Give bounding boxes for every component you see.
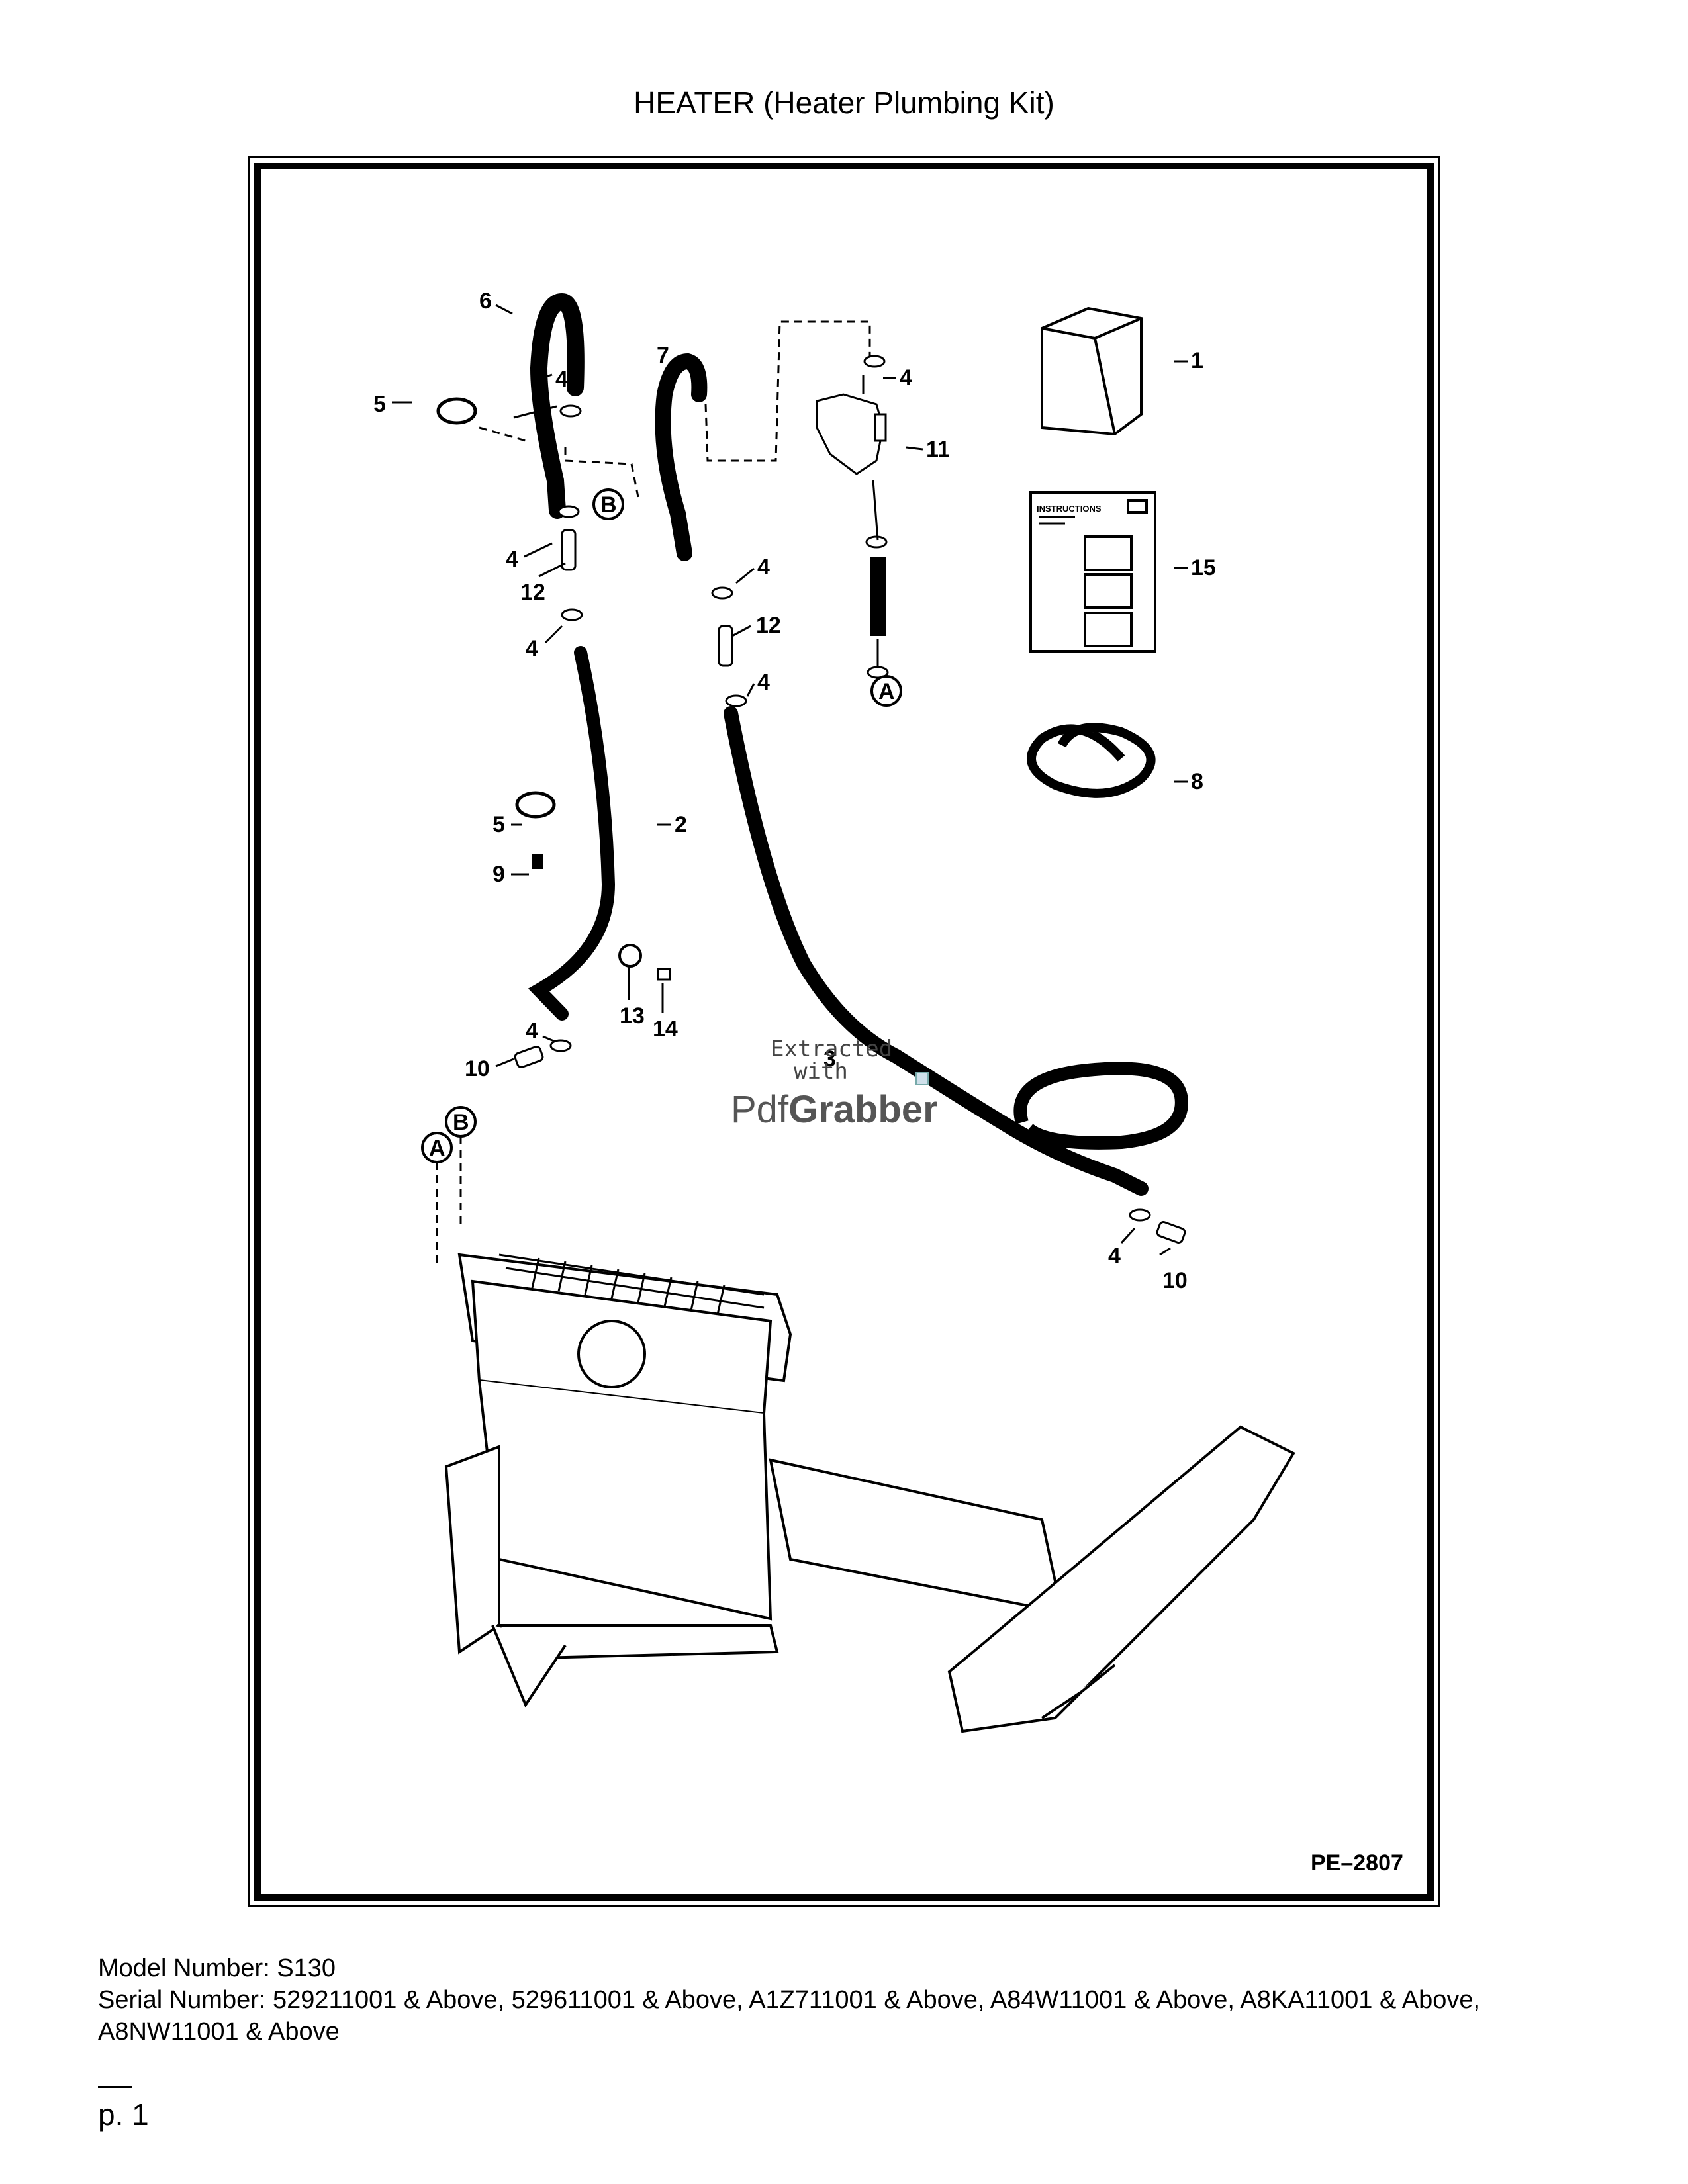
callout-5: 5 (373, 392, 386, 417)
connection-label-b: B (600, 492, 617, 518)
callout-14: 14 (653, 1017, 678, 1042)
connection-label-b: B (453, 1110, 469, 1135)
callout-12: 12 (756, 613, 781, 638)
watermark-line1: Extracted (771, 1036, 892, 1062)
heater-assembly (444, 1253, 1295, 1733)
callout-8: 8 (1191, 769, 1203, 794)
hose-2 (528, 646, 616, 1021)
watermark-icon (915, 1072, 929, 1085)
callout-4: 4 (1108, 1244, 1121, 1269)
hose-3-loop (1013, 1062, 1188, 1150)
part-13 (618, 944, 642, 968)
figure-id: PE–2807 (1311, 1850, 1403, 1876)
fitting-10 (514, 1046, 1186, 1244)
heater-grille (498, 1253, 765, 1315)
connection-marker-a (421, 675, 902, 1163)
part-14 (657, 968, 671, 981)
dashed-leader (564, 447, 639, 498)
page-title: HEATER (Heater Plumbing Kit) (633, 85, 1055, 120)
callout-2: 2 (675, 812, 687, 837)
clamp-5 (436, 397, 556, 819)
serial-number: Serial Number: 529211001 & Above, 529611… (98, 1986, 1481, 2046)
hose-leader (872, 480, 879, 541)
dashed-leader (479, 426, 526, 442)
callout-10: 10 (1162, 1268, 1188, 1293)
model-number: Model Number: S130 (98, 1954, 336, 1982)
instructions-header: INSTRUCTIONS (1037, 504, 1102, 514)
hose-segment (870, 557, 886, 636)
watermark-brand-b: Grabber (788, 1088, 938, 1131)
page-number: p. 1 (98, 2097, 149, 2132)
callout-1: 1 (1191, 348, 1203, 373)
fitting-12 (561, 529, 733, 667)
callout-10: 10 (465, 1056, 490, 1081)
watermark-brand: PdfGrabber (731, 1088, 938, 1131)
callout-4: 4 (900, 365, 912, 390)
callout-13: 13 (620, 1003, 645, 1028)
callout-5: 5 (492, 812, 505, 837)
figure-frame (254, 163, 1434, 1901)
clamp-4 (549, 355, 1151, 1222)
callout-4: 4 (757, 555, 770, 580)
callout-12: 12 (520, 580, 545, 605)
hose-6 (530, 293, 585, 519)
callout-4: 4 (526, 636, 538, 661)
document-footer: Model Number: S130 Serial Number: 529211… (98, 1952, 1594, 2048)
fastener-9 (532, 854, 543, 869)
figure-frame-outer (248, 156, 1440, 1907)
instructions-sheet-15 (1029, 491, 1156, 653)
heater-plumbing-diagram: INSTRUCTIONS B B A A (373, 289, 1403, 1876)
part-1-box (1041, 306, 1143, 436)
valve-11 (816, 375, 887, 475)
footer-rule (98, 2086, 132, 2088)
connection-label-a: A (878, 679, 895, 704)
watermark-brand-a: Pdf (731, 1088, 789, 1131)
coil-8 (1027, 723, 1156, 798)
connection-label-a: A (429, 1136, 445, 1161)
callout-6: 6 (479, 289, 492, 314)
callout-4: 4 (555, 367, 568, 392)
callout-3: 3 (823, 1046, 836, 1071)
callout-4: 4 (526, 1019, 538, 1044)
hose-3 (724, 706, 1149, 1196)
callout-15: 15 (1191, 555, 1216, 580)
watermark-line2: with (794, 1058, 848, 1085)
connection-marker-b (445, 488, 624, 1138)
callout-leaders (392, 304, 1188, 1256)
callout-11: 11 (926, 437, 950, 462)
callout-4: 4 (506, 547, 518, 572)
hose-7 (655, 353, 708, 561)
callout-7: 7 (657, 343, 669, 368)
callout-4: 4 (757, 670, 770, 695)
dashed-leader (704, 320, 871, 462)
callout-9: 9 (492, 862, 505, 887)
